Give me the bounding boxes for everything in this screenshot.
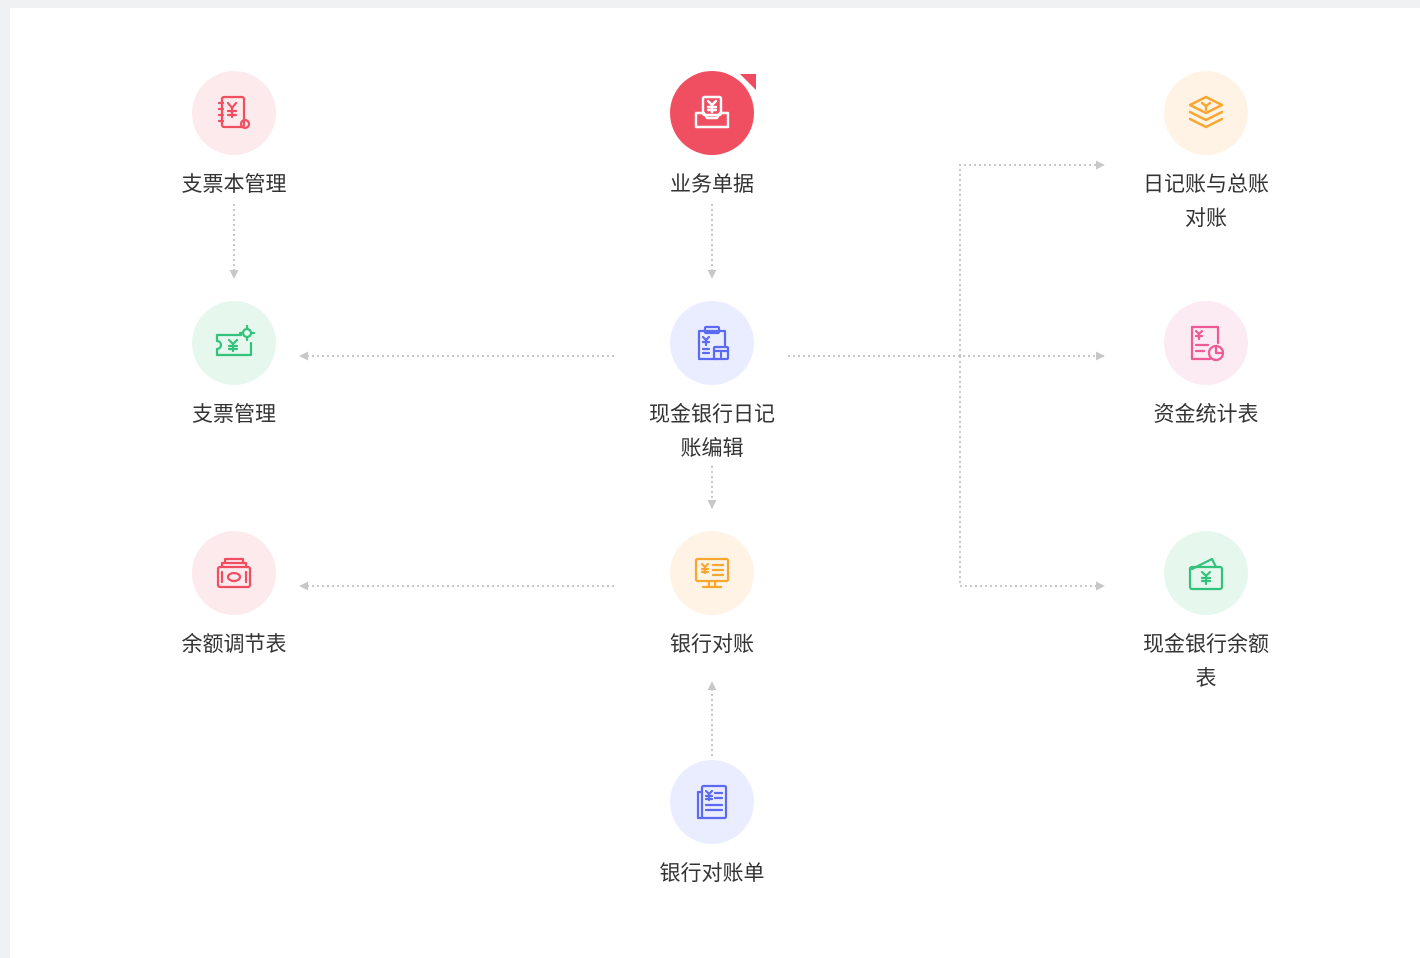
node-business-document[interactable]: 业务单据: [612, 71, 812, 201]
node-label: 余额调节表: [181, 632, 287, 656]
monitor-icon-circle: [670, 531, 754, 615]
node-label: 银行对账: [670, 632, 754, 656]
node-label: 支票本管理: [181, 172, 287, 196]
node-cash-bank-journal-edit[interactable]: 现金银行日记 账编辑: [612, 301, 812, 465]
flow-canvas: 支票本管理 业务单据 日记账与总账 对账: [10, 8, 1420, 958]
node-label: 银行对账单: [659, 861, 765, 885]
cheque-icon: [215, 324, 256, 357]
statement-icon-circle: [670, 760, 754, 844]
cheque-book-icon: [217, 95, 251, 130]
stats-report-icon: [1190, 325, 1225, 362]
cash-box-icon-circle: [192, 531, 276, 615]
journal-calendar-icon: [697, 325, 730, 361]
node-fund-statistics[interactable]: 资金统计表: [1106, 301, 1306, 431]
node-cheque-management[interactable]: 支票管理: [134, 301, 334, 431]
cash-box-icon: [216, 557, 252, 589]
node-label: 现金银行日记 账编辑: [649, 402, 775, 460]
connector-layer: [229, 160, 1105, 756]
node-bank-reconciliation[interactable]: 银行对账: [612, 531, 812, 661]
layers-icon: [1188, 95, 1224, 129]
node-balance-adjustment[interactable]: 余额调节表: [134, 531, 334, 661]
active-corner-badge: [740, 74, 756, 90]
connector-branch-to-cash-balance: [959, 356, 1105, 591]
node-label: 资金统计表: [1153, 402, 1259, 426]
node-label: 业务单据: [670, 172, 754, 196]
wallet-icon: [1188, 557, 1224, 591]
wallet-icon-circle: [1164, 531, 1248, 615]
node-cheque-book-management[interactable]: 支票本管理: [134, 71, 334, 201]
node-label: 支票管理: [192, 402, 276, 426]
node-cash-bank-balance[interactable]: 现金银行余额 表: [1106, 531, 1306, 695]
cheque-icon-circle: [192, 301, 276, 385]
connector-branch-to-ledger-reconcile: [959, 160, 1105, 356]
monitor-icon: [694, 557, 730, 589]
journal-calendar-icon-circle: [670, 301, 754, 385]
node-journal-ledger-reconcile[interactable]: 日记账与总账 对账: [1106, 71, 1306, 235]
node-bank-statement[interactable]: 银行对账单: [612, 760, 812, 890]
node-label: 现金银行余额 表: [1143, 632, 1269, 690]
stats-report-icon-circle: [1164, 301, 1248, 385]
statement-icon: [696, 784, 728, 820]
cheque-book-icon-circle: [192, 71, 276, 155]
node-label: 日记账与总账 对账: [1143, 172, 1269, 230]
business-document-icon: [694, 95, 730, 129]
business-document-icon-circle: [670, 71, 756, 155]
layers-icon-circle: [1164, 71, 1248, 155]
